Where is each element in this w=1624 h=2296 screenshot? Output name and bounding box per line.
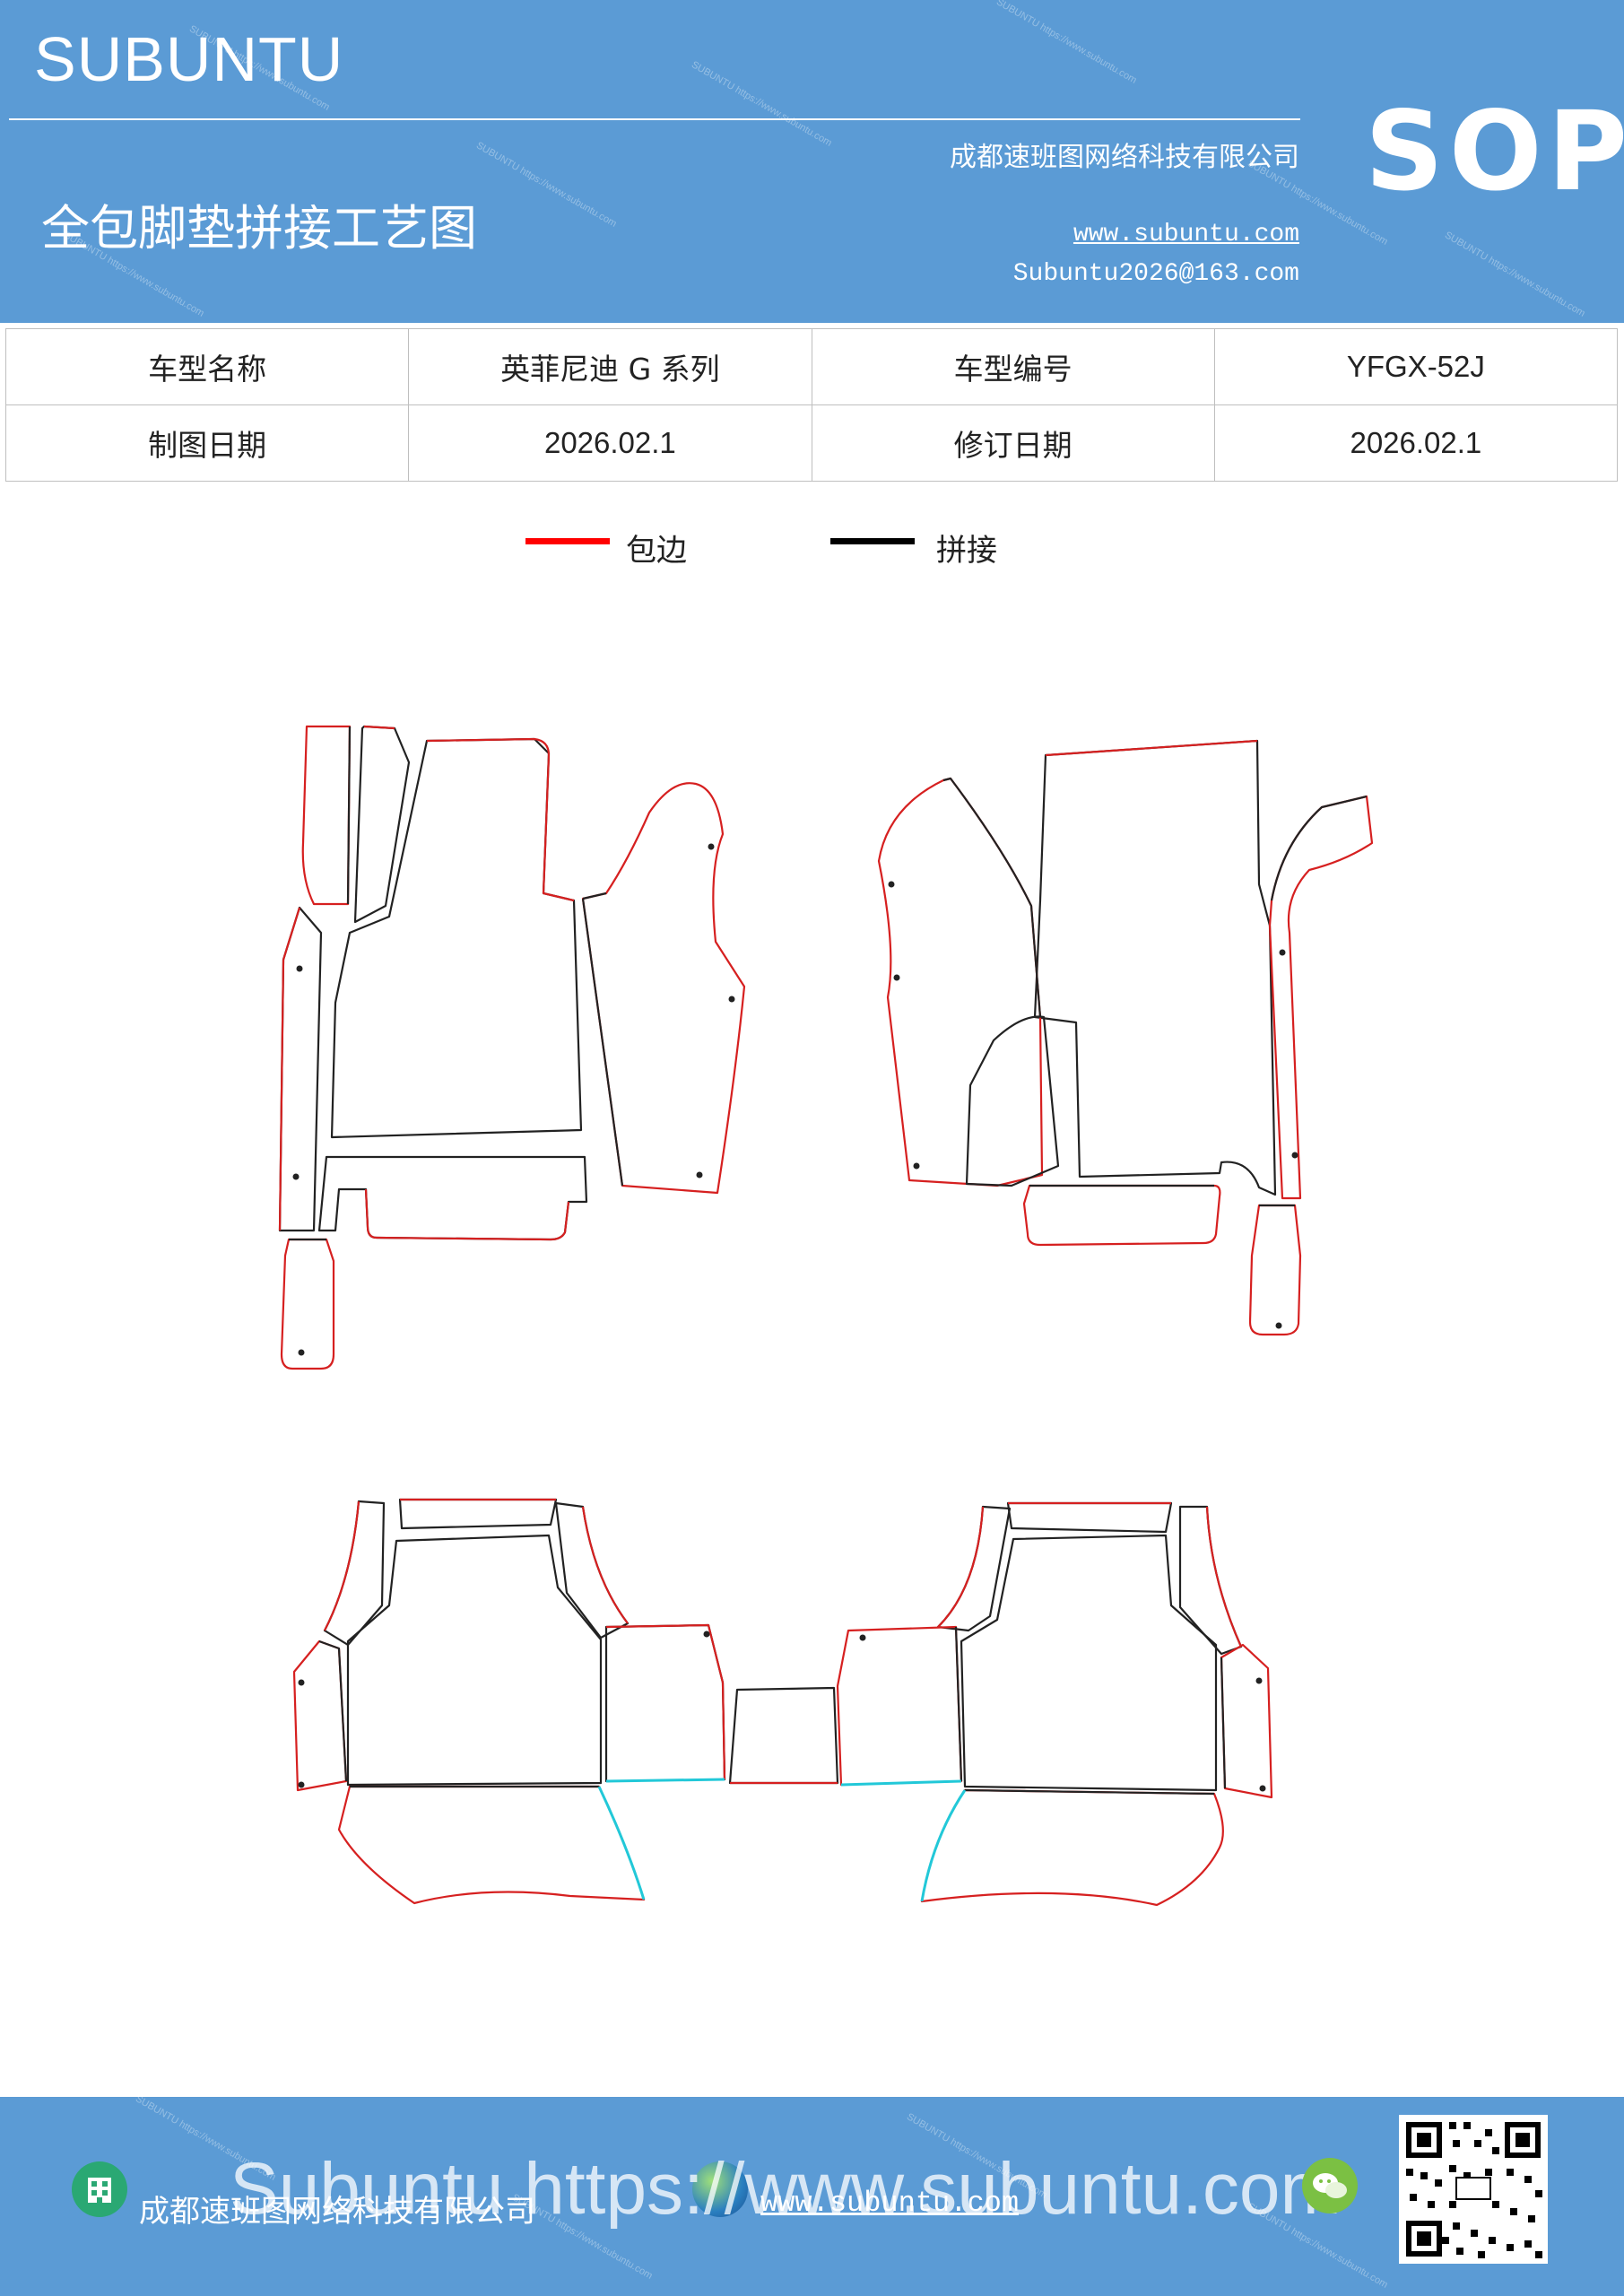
table-row: 车型名称 英菲尼迪 G 系列 车型编号 YFGX-52J: [4, 328, 1619, 405]
mat-piece: [323, 1500, 386, 1647]
mat-piece: [1220, 1643, 1273, 1799]
mat-piece: [292, 1639, 348, 1792]
mat-piece: [337, 1785, 646, 1905]
brand-name: SUBUNTU: [34, 24, 344, 94]
header-divider: [9, 118, 1300, 120]
legend-swatch-binding: [525, 538, 610, 544]
mat-piece: [965, 1015, 1060, 1187]
mat-piece: [728, 1686, 839, 1785]
legend-label-seam: 拼接: [936, 533, 997, 569]
mat-piece: [1022, 1184, 1221, 1247]
company-name: 成都速班图网络科技有限公司: [950, 142, 1299, 173]
mat-piece: [920, 1788, 1224, 1907]
legend-swatch-seam: [830, 538, 915, 544]
header-banner: SUBUNTU https://www.subuntu.com SUBUNTU …: [0, 0, 1624, 323]
front-left-mat: [278, 725, 746, 1370]
mat-piece: [301, 725, 352, 906]
footer-overlay-text: Subuntu https://www.subuntu.com: [230, 2148, 1342, 2230]
website-link[interactable]: www.subuntu.com: [1073, 221, 1299, 248]
mat-piece: [554, 1501, 630, 1639]
globe-icon: [692, 2161, 748, 2217]
mat-piece: [877, 777, 1044, 1187]
revise-date-label: 修订日期: [811, 404, 1215, 482]
email-address[interactable]: Subuntu2026@163.com: [1012, 260, 1299, 288]
model-name-label: 车型名称: [4, 328, 410, 405]
mat-piece: [278, 906, 323, 1232]
revise-date-value: 2026.02.1: [1213, 404, 1619, 482]
wechat-icon: [1302, 2158, 1358, 2213]
vehicle-info-table: 车型名称 英菲尼迪 G 系列 车型编号 YFGX-52J 制图日期 2026.0…: [4, 328, 1619, 482]
mat-piece: [346, 1534, 603, 1787]
mat-piece: [1248, 1204, 1302, 1336]
legend-label-binding: 包边: [626, 533, 687, 569]
page-title: 全包脚垫拼接工艺图: [41, 200, 477, 257]
sop-label: SOP: [1365, 88, 1624, 215]
front-right-mat: [877, 739, 1374, 1336]
draw-date-label: 制图日期: [4, 404, 410, 482]
mat-piece: [330, 737, 583, 1139]
mat-piece: [353, 725, 411, 924]
mat-piece: [398, 1498, 558, 1530]
mat-piece: [1006, 1501, 1173, 1534]
mat-piece: [581, 782, 746, 1195]
building-icon: [72, 2161, 127, 2217]
table-row: 制图日期 2026.02.1 修订日期 2026.02.1: [4, 404, 1619, 482]
mat-piece: [960, 1534, 1218, 1792]
model-name-value: 英菲尼迪 G 系列: [408, 328, 812, 405]
model-code-value: YFGX-52J: [1213, 328, 1619, 405]
rear-mats: [292, 1498, 1273, 1907]
qr-code: [1399, 2115, 1548, 2264]
footer-website[interactable]: www.subuntu.com: [760, 2187, 1020, 2220]
model-code-label: 车型编号: [811, 328, 1215, 405]
draw-date-value: 2026.02.1: [408, 404, 812, 482]
mat-piece: [1033, 739, 1277, 1196]
mat-piece: [1178, 1505, 1243, 1656]
legend: 包边 拼接: [0, 529, 1624, 574]
mat-piece: [280, 1238, 335, 1370]
mat-piece: [836, 1625, 963, 1787]
mat-piece: [604, 1623, 726, 1783]
footer-company: 成都速班图网络科技有限公司: [139, 2194, 535, 2230]
footer-banner: SUBUNTU https://www.subuntu.com SUBUNTU …: [0, 2097, 1624, 2296]
mat-piece: [317, 1155, 588, 1241]
